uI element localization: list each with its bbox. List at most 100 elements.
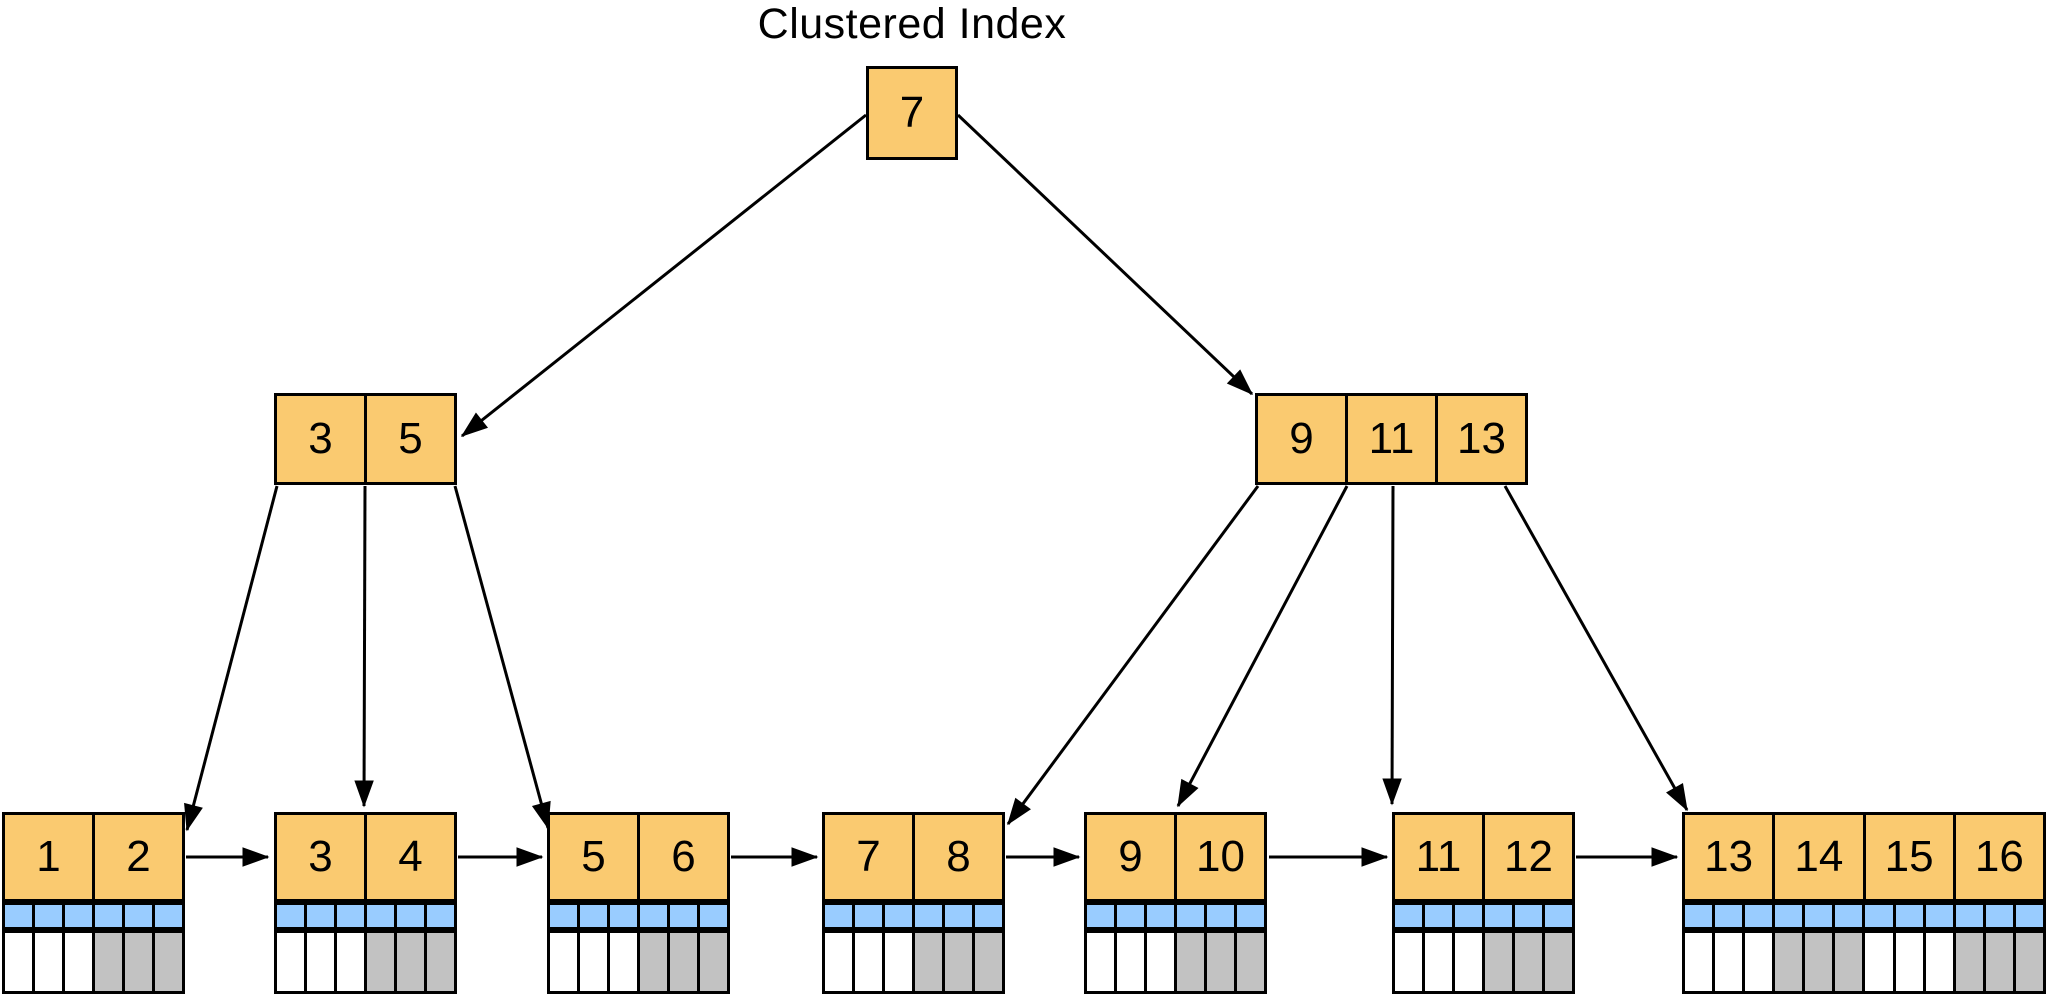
pointer-cell [1922,902,1956,930]
pointer-cell [1174,902,1207,930]
pointer-cell [1742,902,1776,930]
key-cell: 16 [1952,812,2046,902]
key-cell: 6 [637,812,730,902]
key-cell: 3 [274,812,367,902]
key-cell: 13 [1682,812,1776,902]
pointer-cell [1862,902,1896,930]
data-cell-white [1862,930,1896,994]
pointer-cell [822,902,855,930]
pointer-cell [1892,902,1926,930]
pointer-cell [2012,902,2046,930]
data-cell-gray [364,930,397,994]
data-row [274,930,457,994]
data-row [1682,930,2046,994]
edge-internal-3-5-to-leaf-1-2 [184,485,279,832]
pointer-cell [1084,902,1117,930]
pointer-cell [942,902,975,930]
data-cell-gray [972,930,1005,994]
data-row [2,930,185,994]
data-cell-white [1452,930,1485,994]
diagram-title: Clustered Index [757,0,1067,48]
pointer-cell [1422,902,1455,930]
data-cell-gray [424,930,457,994]
pointer-cell [1114,902,1147,930]
data-cell-gray [92,930,125,994]
data-row [547,930,730,994]
data-cell-white [547,930,580,994]
data-cell-gray [637,930,670,994]
pointer-cell [667,902,700,930]
key-cell: 11 [1345,393,1438,485]
key-cell: 1 [2,812,95,902]
pointer-cell [1952,902,1986,930]
key-cell: 9 [1255,393,1348,485]
pointer-cell [852,902,885,930]
data-cell-gray [667,930,700,994]
pointer-cell [1712,902,1746,930]
pointer-cell [304,902,337,930]
pointer-cell [32,902,65,930]
key-cell: 8 [912,812,1005,902]
key-cell: 10 [1174,812,1267,902]
pointer-cell [122,902,155,930]
data-cell-white [1892,930,1926,994]
pointer-cell [62,902,95,930]
data-cell-gray [122,930,155,994]
edge-internal-9-11-13-to-leaf-9-10 [1176,485,1349,808]
pointer-cell [637,902,670,930]
data-cell-gray [1542,930,1575,994]
pointer-cell [1512,902,1545,930]
data-cell-gray [1802,930,1836,994]
pointer-cell [394,902,427,930]
data-cell-white [607,930,640,994]
key-cell: 4 [364,812,457,902]
key-cell: 15 [1862,812,1956,902]
edge-internal-9-11-13-to-leaf-7-8 [1006,485,1260,826]
key-cell: 5 [547,812,640,902]
pointer-cell [577,902,610,930]
pointer-cell [607,902,640,930]
pointer-cell [697,902,730,930]
data-cell-white [852,930,885,994]
data-row [1392,930,1575,994]
data-row [822,930,1005,994]
pointer-cell [1144,902,1177,930]
pointer-cell [424,902,457,930]
data-cell-white [1712,930,1746,994]
data-cell-white [1144,930,1177,994]
pointer-row [274,902,457,930]
data-cell-gray [1982,930,2016,994]
key-cell: 2 [92,812,185,902]
data-cell-white [62,930,95,994]
edge-internal-3-5-to-leaf-3-4 [354,485,374,808]
key-cell: 13 [1435,393,1528,485]
root-node: 7 [866,66,958,160]
data-cell-white [32,930,65,994]
data-cell-white [304,930,337,994]
key-cell: 14 [1772,812,1866,902]
data-cell-white [1922,930,1956,994]
data-row [1084,930,1267,994]
pointer-cell [882,902,915,930]
data-cell-gray [1204,930,1237,994]
data-cell-white [2,930,35,994]
pointer-cell [1452,902,1485,930]
data-cell-gray [1234,930,1267,994]
data-cell-white [822,930,855,994]
data-cell-white [1114,930,1147,994]
data-cell-white [882,930,915,994]
data-cell-white [577,930,610,994]
data-cell-gray [1482,930,1515,994]
